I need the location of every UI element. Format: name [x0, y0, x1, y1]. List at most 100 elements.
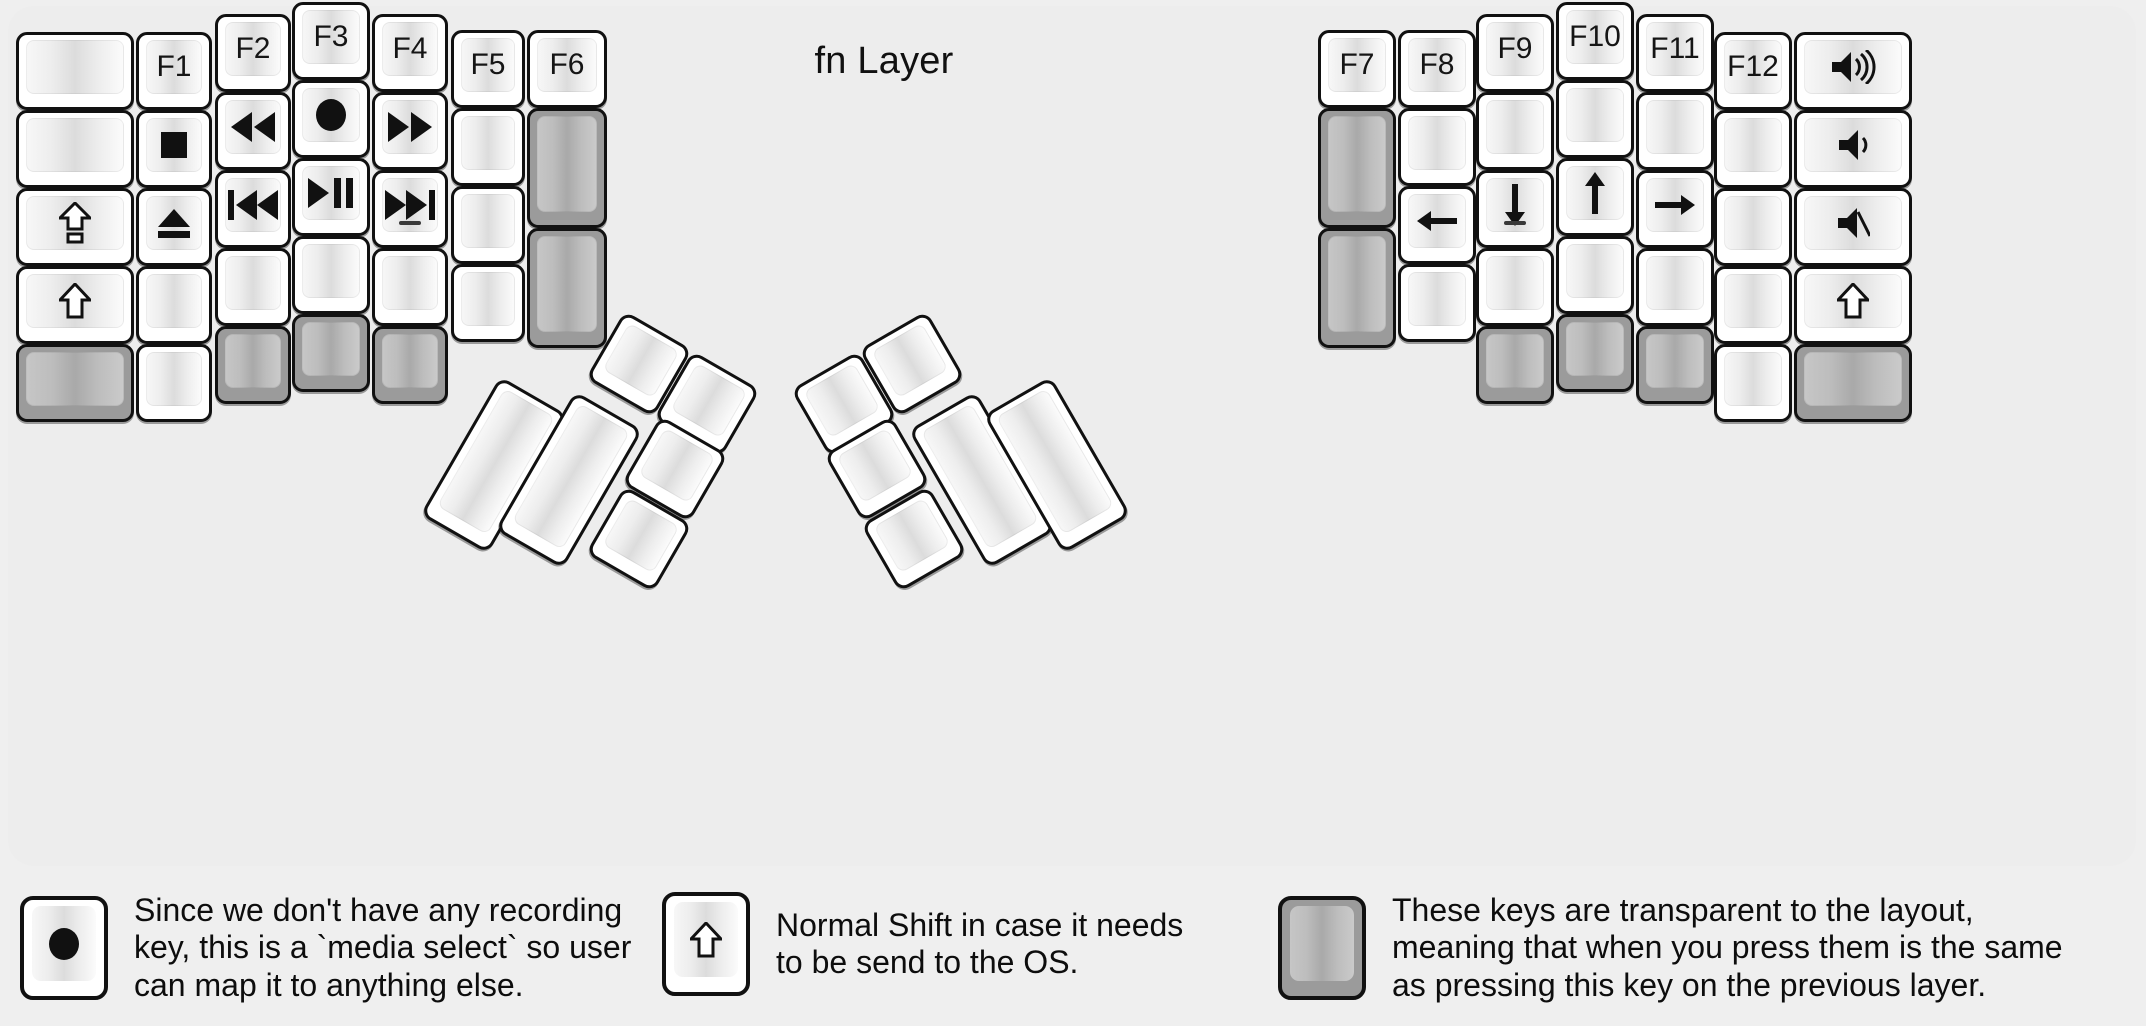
key-right-middle-0[interactable]: F10	[1556, 2, 1634, 80]
keycap-face	[146, 274, 202, 328]
key-left-middle-0[interactable]: F3	[292, 2, 370, 80]
key-right-index-0[interactable]: F9	[1476, 14, 1554, 92]
key-left-pinky-2[interactable]	[136, 188, 212, 266]
key-right-middle-2[interactable]	[1556, 158, 1634, 236]
key-left-pinky-outer-3[interactable]	[16, 266, 134, 344]
keycap-face	[382, 100, 438, 154]
key-left-index-3[interactable]	[372, 248, 448, 326]
key-left-inner-2-0[interactable]: F6	[527, 30, 607, 108]
keycap-label: F4	[392, 32, 428, 65]
key-left-index-1[interactable]	[372, 92, 448, 170]
keycap-face	[1328, 236, 1386, 332]
key-left-inner-1-0[interactable]: F5	[451, 30, 525, 108]
page-title: fn Layer	[814, 40, 954, 82]
key-left-inner-1-1[interactable]	[451, 108, 525, 186]
media-prev-track-icon	[228, 190, 278, 220]
keycap-face	[1804, 352, 1902, 406]
key-left-middle-4[interactable]	[292, 314, 370, 392]
key-right-pinky-outer-2[interactable]	[1794, 188, 1912, 266]
key-left-pinky-outer-4[interactable]	[16, 344, 134, 422]
key-right-pinky-3[interactable]	[1714, 266, 1792, 344]
key-left-inner-2-1[interactable]	[527, 108, 607, 228]
keycap-face	[1566, 88, 1624, 142]
media-fast-forward-icon	[388, 112, 432, 142]
key-left-inner-2-2[interactable]	[527, 228, 607, 348]
key-right-ring-1[interactable]	[1636, 92, 1714, 170]
arrow-left-icon	[1417, 206, 1457, 236]
key-left-inner-1-2[interactable]	[451, 186, 525, 264]
key-left-ring-0[interactable]: F2	[215, 14, 291, 92]
legend-text-1: Normal Shift in case it needs to be send…	[776, 906, 1184, 980]
key-right-index-3[interactable]	[1476, 248, 1554, 326]
key-right-middle-4[interactable]	[1556, 314, 1634, 392]
key-left-ring-1[interactable]	[215, 92, 291, 170]
key-right-inner-2-2[interactable]	[1318, 228, 1396, 348]
key-right-pinky-outer-4[interactable]	[1794, 344, 1912, 422]
keycap-label: F8	[1419, 48, 1455, 81]
key-right-inner-1-3[interactable]	[1398, 264, 1476, 342]
key-right-pinky-1[interactable]	[1714, 110, 1792, 188]
volume-mute-icon	[1836, 206, 1870, 240]
keycap-face	[1804, 40, 1902, 94]
key-right-inner-1-2[interactable]	[1398, 186, 1476, 264]
key-left-middle-3[interactable]	[292, 236, 370, 314]
key-right-pinky-4[interactable]	[1714, 344, 1792, 422]
keycap-label: F12	[1727, 50, 1779, 83]
key-left-pinky-outer-1[interactable]	[16, 110, 134, 188]
keycap-face: F11	[1646, 22, 1704, 76]
homing-indicator	[1504, 221, 1526, 225]
keycap-face	[1408, 194, 1466, 248]
key-left-ring-2[interactable]	[215, 170, 291, 248]
keycap-label: F11	[1650, 32, 1700, 65]
key-right-index-1[interactable]	[1476, 92, 1554, 170]
key-right-pinky-outer-1[interactable]	[1794, 110, 1912, 188]
key-right-pinky-outer-0[interactable]	[1794, 32, 1912, 110]
key-left-inner-1-3[interactable]	[451, 264, 525, 342]
key-right-pinky-0[interactable]: F12	[1714, 32, 1792, 110]
key-right-index-4[interactable]	[1476, 326, 1554, 404]
key-left-ring-3[interactable]	[215, 248, 291, 326]
keycap-face	[537, 236, 597, 332]
key-right-inner-2-0[interactable]: F7	[1318, 30, 1396, 108]
key-left-index-4[interactable]	[372, 326, 448, 404]
key-left-pinky-0[interactable]: F1	[136, 32, 212, 110]
legend-item-0: Since we don't have any recording key, t…	[20, 892, 631, 1004]
key-right-middle-1[interactable]	[1556, 80, 1634, 158]
key-right-inner-1-0[interactable]: F8	[1398, 30, 1476, 108]
keycap-label: F9	[1497, 32, 1533, 65]
keycap-face: F1	[146, 40, 202, 94]
key-left-pinky-outer-0[interactable]	[16, 32, 134, 110]
key-left-ring-4[interactable]	[215, 326, 291, 404]
key-right-ring-0[interactable]: F11	[1636, 14, 1714, 92]
key-left-middle-2[interactable]	[292, 158, 370, 236]
keycap-face	[1646, 178, 1704, 232]
keycap-face	[1566, 244, 1624, 298]
key-right-index-2[interactable]	[1476, 170, 1554, 248]
key-left-pinky-outer-2[interactable]	[16, 188, 134, 266]
keycap-face	[1486, 334, 1544, 388]
key-left-index-2[interactable]	[372, 170, 448, 248]
key-right-ring-4[interactable]	[1636, 326, 1714, 404]
key-right-inner-2-1[interactable]	[1318, 108, 1396, 228]
key-left-index-0[interactable]: F4	[372, 14, 448, 92]
key-right-pinky-2[interactable]	[1714, 188, 1792, 266]
key-left-middle-1[interactable]	[292, 80, 370, 158]
keycap-face	[225, 256, 281, 310]
keycap-face	[1724, 118, 1782, 172]
key-right-ring-3[interactable]	[1636, 248, 1714, 326]
key-left-pinky-4[interactable]	[136, 344, 212, 422]
keycap-face: F9	[1486, 22, 1544, 76]
key-right-ring-2[interactable]	[1636, 170, 1714, 248]
keycap-face	[382, 256, 438, 310]
key-right-middle-3[interactable]	[1556, 236, 1634, 314]
keycap-face	[461, 272, 515, 326]
shift-icon	[59, 283, 91, 319]
key-right-inner-1-1[interactable]	[1398, 108, 1476, 186]
keycap-face	[382, 334, 438, 388]
key-right-pinky-outer-3[interactable]	[1794, 266, 1912, 344]
key-left-pinky-1[interactable]	[136, 110, 212, 188]
keycap-face	[1486, 256, 1544, 310]
key-left-pinky-3[interactable]	[136, 266, 212, 344]
keycap-face	[1486, 100, 1544, 154]
